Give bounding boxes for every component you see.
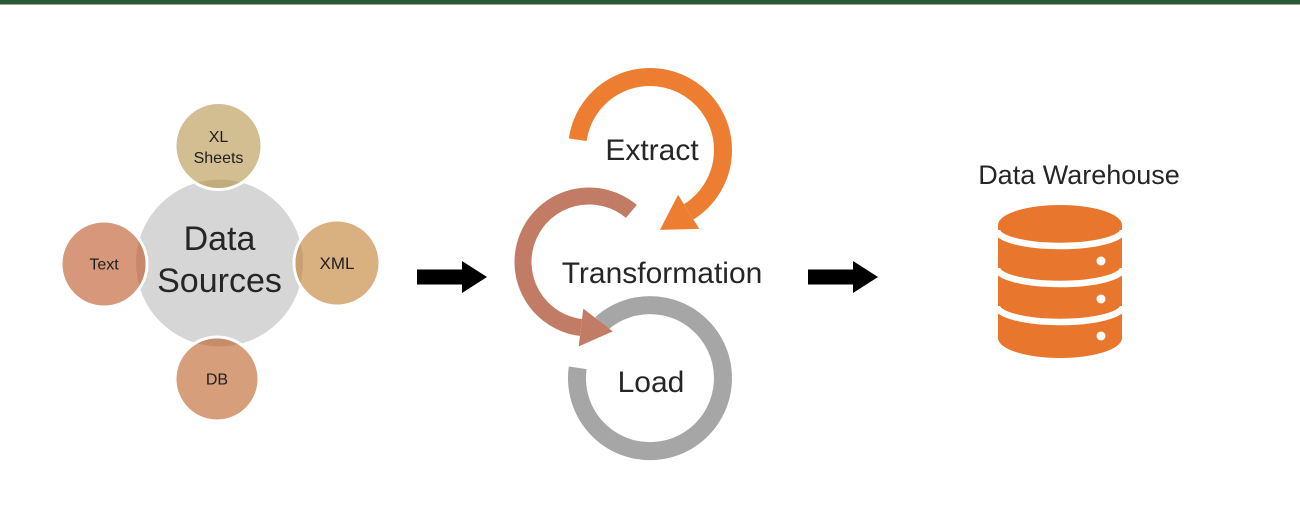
load-cycle-ring xyxy=(568,296,732,461)
xl-sheets-label-line2: Sheets xyxy=(194,150,244,167)
data-sources-title-line2: Sources xyxy=(157,262,282,300)
xl-sheets-circle xyxy=(173,101,264,191)
database-dot-1 xyxy=(1096,256,1106,266)
data-sources-title-line1: Data xyxy=(184,220,256,258)
etl-cycle-group: Extract Transformation Load xyxy=(514,68,763,461)
transformation-cycle-arrow xyxy=(514,187,637,336)
satellite-xml: XML xyxy=(292,218,382,308)
transformation-arrowhead-icon xyxy=(578,308,613,347)
extract-label: Extract xyxy=(605,134,699,167)
right-arrow-icon-2 xyxy=(808,261,878,293)
load-label: Load xyxy=(618,366,685,399)
right-arrow-icon-1 xyxy=(417,261,487,293)
satellite-xl-sheets: XL Sheets xyxy=(173,101,264,191)
transformation-label: Transformation xyxy=(562,257,763,290)
top-accent-bar xyxy=(0,0,1300,5)
text-circle xyxy=(59,219,149,309)
database-icon xyxy=(993,205,1127,358)
database-dot-3 xyxy=(1096,331,1106,341)
satellite-db: DB xyxy=(173,335,261,423)
data-sources-hub-circle xyxy=(136,179,303,347)
satellite-text: Text xyxy=(59,219,149,309)
extract-arrowhead-icon xyxy=(659,194,700,230)
xml-circle xyxy=(292,218,382,308)
xml-label: XML xyxy=(320,254,355,273)
data-sources-group: XL Sheets Text XML DB Data xyxy=(59,101,382,423)
text-label: Text xyxy=(89,257,119,274)
database-dot-2 xyxy=(1096,294,1106,304)
data-warehouse-group: Data Warehouse xyxy=(978,160,1180,358)
db-label: DB xyxy=(206,372,228,389)
data-warehouse-title: Data Warehouse xyxy=(978,160,1180,190)
db-circle xyxy=(173,335,261,423)
extract-cycle-arrow xyxy=(568,68,732,220)
xl-sheets-label-line1: XL xyxy=(209,129,229,146)
database-separator-lines xyxy=(993,229,1127,326)
